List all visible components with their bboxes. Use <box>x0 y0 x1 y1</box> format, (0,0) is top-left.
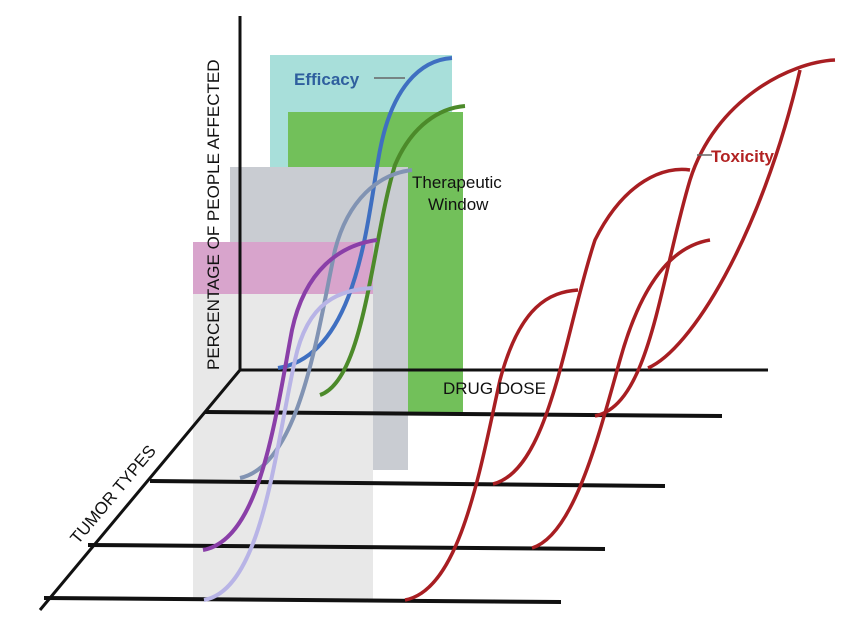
z-axis <box>38 369 242 611</box>
tumor-baseline-4 <box>43 596 562 604</box>
purple-response-curve <box>202 238 378 552</box>
lavender-window-band <box>193 294 373 600</box>
y-axis-label: PERCENTAGE OF PEOPLE AFFECTED <box>204 60 223 370</box>
toxicity-curve-2 <box>492 167 691 486</box>
efficacy-curve <box>277 56 453 370</box>
tumor-baseline-3 <box>87 543 606 551</box>
x-axis-label: DRUG DOSE <box>443 379 546 398</box>
toxicity-curve-4 <box>531 238 711 550</box>
efficacy-label: Efficacy <box>294 70 360 89</box>
green-response-curve <box>319 104 466 397</box>
toxicity-label: Toxicity <box>711 147 775 166</box>
z-axis-label: TUMOR TYPES <box>67 442 160 548</box>
tumor-baseline-1 <box>204 410 723 418</box>
therapeutic-window-label-line2: Window <box>428 195 489 214</box>
toxicity-curve-1 <box>594 58 836 418</box>
toxicity-curve-3 <box>647 69 802 370</box>
therapeutic-window-label-line1: Therapeutic <box>412 173 502 192</box>
toxicity-curve-5 <box>404 288 579 602</box>
lavender-response-curve <box>203 286 374 602</box>
